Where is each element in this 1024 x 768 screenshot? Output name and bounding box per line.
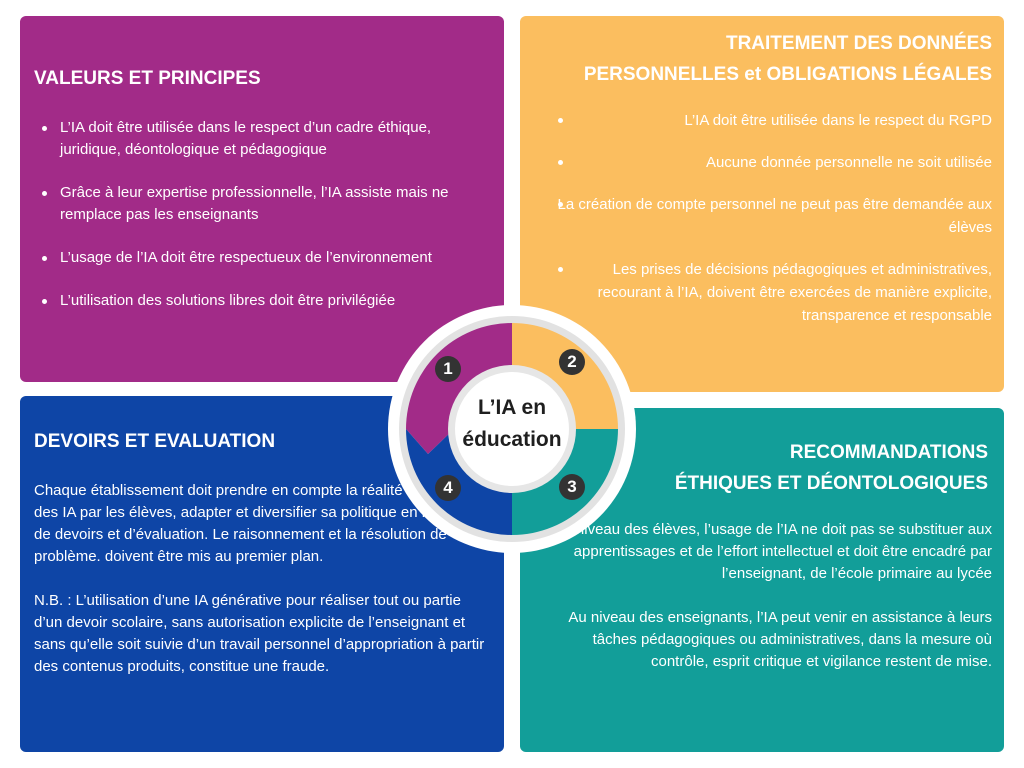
step-badge-4: 4	[435, 475, 461, 501]
step-badge-3: 3	[559, 474, 585, 500]
step-badge-2: 2	[559, 349, 585, 375]
step-badge-1: 1	[435, 356, 461, 382]
panel-valeurs-principes: VALEURS ET PRINCIPES L’IA doit être util…	[20, 16, 504, 382]
bullet-list: L’IA doit être utilisée dans le respect …	[42, 117, 482, 333]
center-title: L’IA en éducation	[455, 392, 569, 456]
center-title-line: éducation	[462, 428, 562, 451]
paragraph: Au niveau des élèves, l’usage de l’IA ne…	[553, 521, 992, 582]
list-item: L’IA doit être utilisée dans le respect …	[42, 117, 482, 161]
list-item: Grâce à leur expertise professionnelle, …	[42, 182, 482, 226]
panel-title: DEVOIRS ET EVALUATION	[34, 431, 276, 452]
panel-title: TRAITEMENT DES DONNÉES PERSONNELLES et O…	[584, 28, 992, 90]
list-item: L’IA doit être utilisée dans le respect …	[550, 109, 992, 132]
panel-body: Au niveau des élèves, l’usage de l’IA ne…	[552, 519, 992, 695]
panel-title: RECOMMANDATIONS ÉTHIQUES ET DÉONTOLOGIQU…	[675, 437, 988, 499]
paragraph: N.B. : L’utilisation d’une IA générative…	[34, 592, 485, 675]
list-item: L’utilisation des solutions libres doit …	[42, 290, 482, 312]
center-disc	[455, 372, 569, 486]
panel-donnees-personnelles: TRAITEMENT DES DONNÉES PERSONNELLES et O…	[520, 16, 1004, 392]
panel-body: Chaque établissement doit prendre en com…	[34, 480, 486, 700]
panel-title-line: TRAITEMENT DES DONNÉES	[725, 33, 992, 54]
list-item: Aucune donnée personnelle ne soit utilis…	[550, 151, 992, 174]
bullet-list: L’IA doit être utilisée dans le respect …	[550, 109, 992, 346]
list-item: Les prises de décisions pédagogiques et …	[550, 258, 992, 327]
panel-title-line: PERSONNELLES et OBLIGATIONS LÉGALES	[583, 64, 992, 85]
panel-title-line: RECOMMANDATIONS	[789, 442, 988, 463]
list-item: La création de compte personnel ne peut …	[550, 193, 992, 239]
center-title-line: L’IA en	[477, 396, 547, 419]
paragraph: Chaque établissement doit prendre en com…	[34, 482, 484, 565]
paragraph: Au niveau des enseignants, l’IA peut ven…	[568, 609, 992, 670]
panel-title: VALEURS ET PRINCIPES	[34, 68, 261, 89]
list-item: L’usage de l’IA doit être respectueux de…	[42, 247, 482, 269]
panel-title-line: ÉTHIQUES ET DÉONTOLOGIQUES	[674, 473, 988, 494]
